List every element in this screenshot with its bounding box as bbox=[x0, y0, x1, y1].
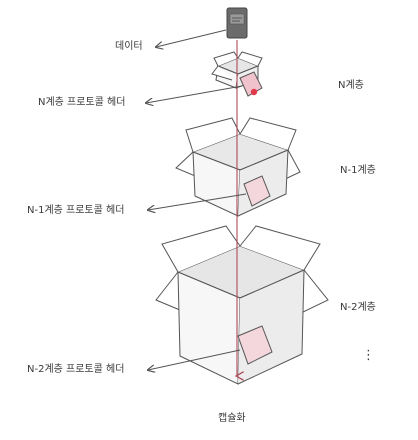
label-header-n: N계층 프로토콜 헤더 bbox=[38, 97, 126, 108]
header-n-icon bbox=[239, 71, 263, 97]
level-n: N계층 bbox=[338, 80, 364, 91]
header-n2-icon bbox=[237, 325, 273, 365]
level-n2: N-2계층 bbox=[340, 302, 376, 313]
label-header-n1: N-1계층 프로토콜 헤더 bbox=[27, 205, 125, 216]
data-device-icon bbox=[226, 7, 248, 39]
level-n1: N-1계층 bbox=[340, 165, 376, 176]
label-encapsulation: 캡슐화 bbox=[218, 413, 246, 424]
level-ellipsis: ⋮ bbox=[362, 348, 375, 363]
box-n1-layer bbox=[175, 117, 301, 217]
label-pointers bbox=[146, 29, 247, 370]
box-n2-layer bbox=[155, 225, 329, 385]
header-n1-icon bbox=[243, 175, 271, 207]
label-header-n2: N-2계층 프로토콜 헤더 bbox=[27, 364, 125, 375]
label-data: 데이터 bbox=[115, 41, 143, 52]
